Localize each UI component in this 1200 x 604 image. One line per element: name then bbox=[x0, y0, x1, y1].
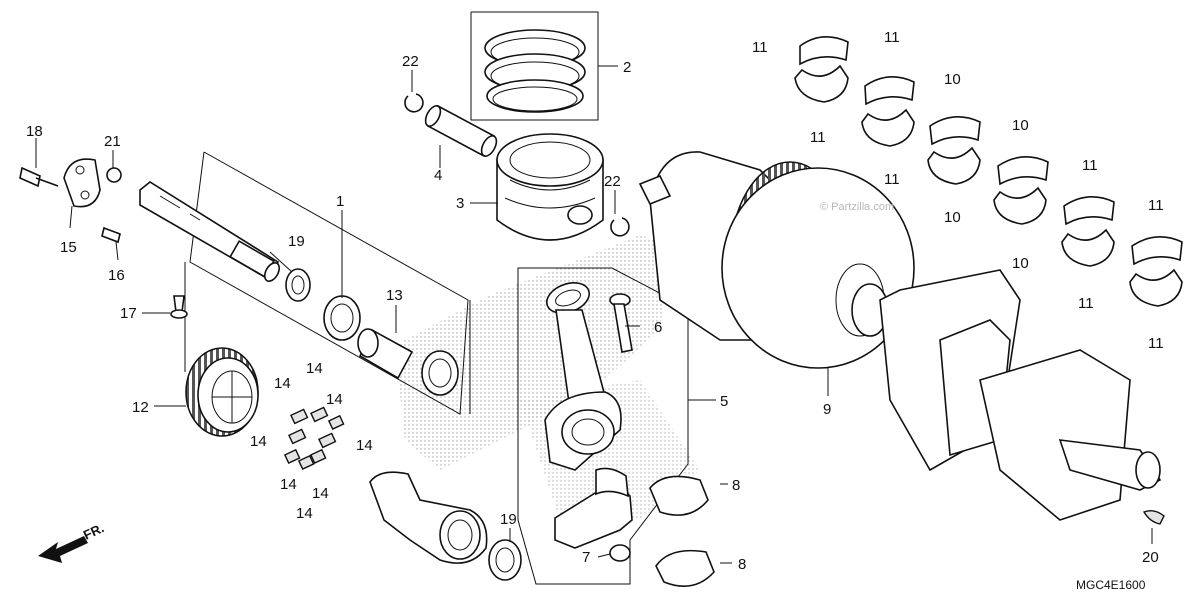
callout-4: 4 bbox=[434, 167, 442, 184]
callout-11a: 11 bbox=[752, 39, 768, 56]
rod-cap bbox=[554, 467, 715, 588]
callout-11f: 11 bbox=[1078, 295, 1094, 312]
direction-label: FR. bbox=[81, 520, 106, 542]
callout-20: 20 bbox=[1142, 549, 1159, 566]
keys bbox=[283, 406, 345, 470]
piston-pin-clips bbox=[404, 93, 630, 237]
callout-8a: 8 bbox=[732, 477, 740, 494]
callout-12: 12 bbox=[132, 399, 149, 416]
callout-14h: 14 bbox=[296, 505, 313, 522]
callout-14d: 14 bbox=[250, 433, 267, 450]
callout-14c: 14 bbox=[326, 391, 343, 408]
connecting-rod-bolt bbox=[609, 293, 633, 353]
callout-10c: 10 bbox=[944, 209, 961, 226]
callout-9: 9 bbox=[823, 401, 831, 418]
callout-19b: 19 bbox=[500, 511, 517, 528]
balancer-holder bbox=[19, 158, 122, 244]
watermark: © Partzilla.com bbox=[820, 201, 894, 213]
callout-22b: 22 bbox=[604, 173, 621, 190]
callout-5: 5 bbox=[720, 393, 728, 410]
callout-22a: 22 bbox=[402, 53, 419, 70]
callout-11d: 11 bbox=[884, 171, 900, 188]
callout-19a: 19 bbox=[288, 233, 305, 250]
bolt-17 bbox=[170, 295, 188, 319]
callout-10d: 10 bbox=[1012, 255, 1029, 272]
callout-7: 7 bbox=[582, 549, 590, 566]
balancer-drive-gear bbox=[185, 347, 259, 437]
main-bearings bbox=[794, 36, 1183, 307]
callout-11c: 11 bbox=[884, 29, 900, 46]
callout-16: 16 bbox=[108, 267, 125, 284]
callout-11h: 11 bbox=[1148, 335, 1164, 352]
callout-6: 6 bbox=[654, 319, 662, 336]
balancer-shaft bbox=[139, 181, 281, 282]
callout-21: 21 bbox=[104, 133, 121, 150]
callout-10a: 10 bbox=[944, 71, 961, 88]
callout-3: 3 bbox=[456, 195, 464, 212]
leader-lines bbox=[35, 65, 1153, 564]
front-direction-arrow: FR. bbox=[38, 520, 106, 563]
callout-11e: 11 bbox=[1082, 157, 1098, 174]
crankshaft bbox=[638, 151, 1162, 521]
callout-11g: 11 bbox=[1148, 197, 1164, 214]
piston-rings bbox=[484, 29, 586, 113]
callout-14f: 14 bbox=[280, 476, 297, 493]
callout-18: 18 bbox=[26, 123, 43, 140]
callout-13: 13 bbox=[386, 287, 403, 304]
callout-14b: 14 bbox=[274, 375, 291, 392]
callout-8b: 8 bbox=[738, 556, 746, 573]
callout-14e: 14 bbox=[356, 437, 373, 454]
callout-2: 2 bbox=[623, 59, 631, 76]
callout-labels: 1 2 3 4 5 6 7 8 8 9 10 10 10 10 11 11 11… bbox=[26, 29, 1164, 573]
balancer-bearings bbox=[285, 268, 459, 396]
woodruff-key bbox=[1142, 509, 1165, 525]
diagram-code: MGC4E1600 bbox=[1076, 578, 1146, 592]
arrow-icon bbox=[38, 536, 88, 563]
connecting-rod bbox=[544, 282, 622, 471]
piston-pin bbox=[424, 104, 498, 158]
callout-1: 1 bbox=[336, 193, 344, 210]
callout-11b: 11 bbox=[810, 129, 826, 146]
callout-14a: 14 bbox=[306, 360, 323, 377]
callout-10b: 10 bbox=[1012, 117, 1029, 134]
callout-14g: 14 bbox=[312, 485, 329, 502]
callout-17: 17 bbox=[120, 305, 137, 322]
callout-15: 15 bbox=[60, 239, 77, 256]
balancer-weight bbox=[369, 471, 522, 581]
piston bbox=[496, 133, 604, 241]
